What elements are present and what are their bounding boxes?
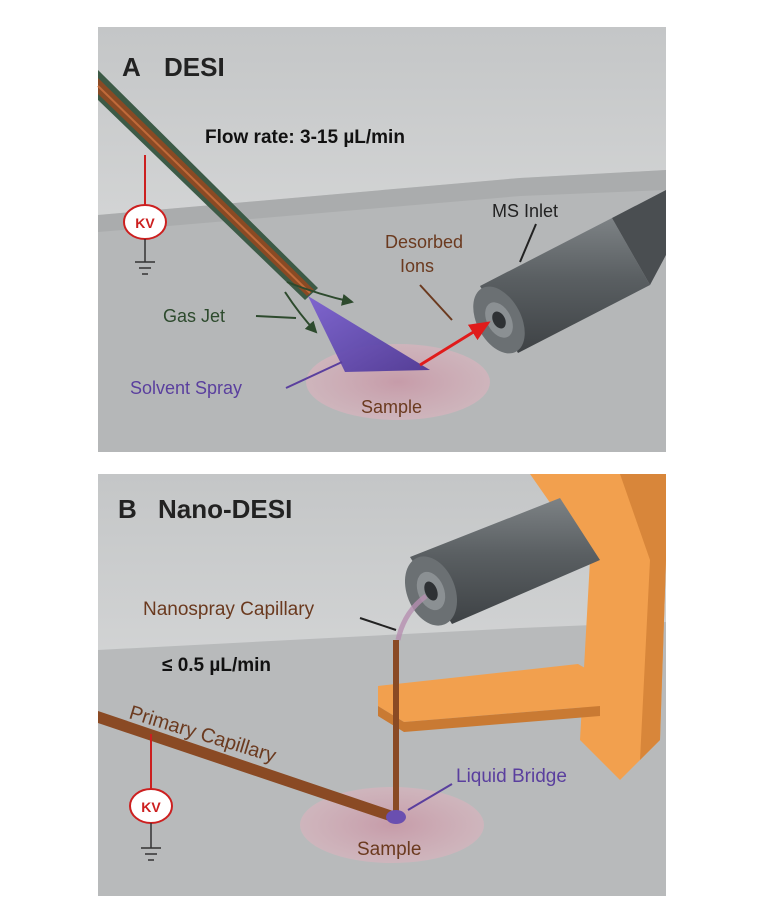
- panel-b-nanospray-capillary: [393, 640, 399, 818]
- panel-b-primary-capillary: [98, 711, 396, 822]
- panel-b-kv-label: KV: [141, 799, 161, 815]
- panel-b-mounting-bracket: [378, 474, 666, 780]
- panel-a-gas-jet-leader: [255, 315, 297, 319]
- panel-a-desorbed-ions-leader: [419, 284, 453, 321]
- panel-a-solvent-spray-leader: [285, 361, 343, 389]
- panel-a-gas-jet-label: Gas Jet: [163, 306, 225, 326]
- panel-b-nanospray-plume: [395, 593, 428, 641]
- panel-a-desorbed-label: Desorbed: [385, 232, 463, 252]
- panel-b-letter: B: [118, 494, 137, 524]
- panel-a-sprayer: [97, 70, 318, 300]
- panel-a-letter: A: [122, 52, 141, 82]
- panel-b-flow-rate: ≤ 0.5 µL/min: [162, 655, 271, 676]
- panel-b-nanospray-label: Nanospray Capillary: [143, 599, 315, 620]
- panel-a-ions-label: Ions: [400, 256, 434, 276]
- panel-a: KV A DESI Flow rate: 3-15 µL/min MS Inle…: [97, 27, 666, 452]
- panel-a-ms-inlet: [473, 190, 666, 354]
- panel-b-ms-inlet: [404, 498, 600, 626]
- panel-a-gas-jet-arrow-1: [286, 281, 354, 306]
- panel-b-sample-label: Sample: [357, 839, 421, 860]
- panel-b-liquid-bridge-label: Liquid Bridge: [456, 766, 567, 787]
- panel-b-liquid-bridge-leader: [407, 783, 453, 811]
- panel-a-high-voltage-source: [123, 155, 167, 275]
- panel-a-gas-jet-arrow-2: [284, 291, 318, 334]
- panel-a-solvent-spray: [308, 296, 430, 372]
- panel-a-sample-label: Sample: [361, 397, 422, 417]
- panel-a-ms-inlet-label: MS Inlet: [492, 201, 558, 221]
- panel-a-flow-rate: Flow rate: 3-15 µL/min: [205, 127, 405, 148]
- panel-b-title: Nano-DESI: [158, 494, 292, 524]
- panel-a-solvent-spray-label: Solvent Spray: [130, 378, 242, 398]
- panel-b-high-voltage-source: [129, 734, 173, 861]
- panel-a-ms-inlet-leader: [519, 223, 537, 263]
- panel-a-table-surface: [98, 170, 666, 452]
- panel-b: KV B Nano-DESI Nanospray Capillary ≤ 0.5…: [98, 474, 666, 896]
- panel-b-nanospray-leader: [359, 617, 397, 631]
- panel-b-liquid-bridge-drop: [386, 810, 406, 824]
- panel-a-kv-label: KV: [135, 215, 155, 231]
- panel-a-desorbed-ions-arrow: [419, 321, 491, 367]
- panel-a-title: DESI: [164, 52, 225, 82]
